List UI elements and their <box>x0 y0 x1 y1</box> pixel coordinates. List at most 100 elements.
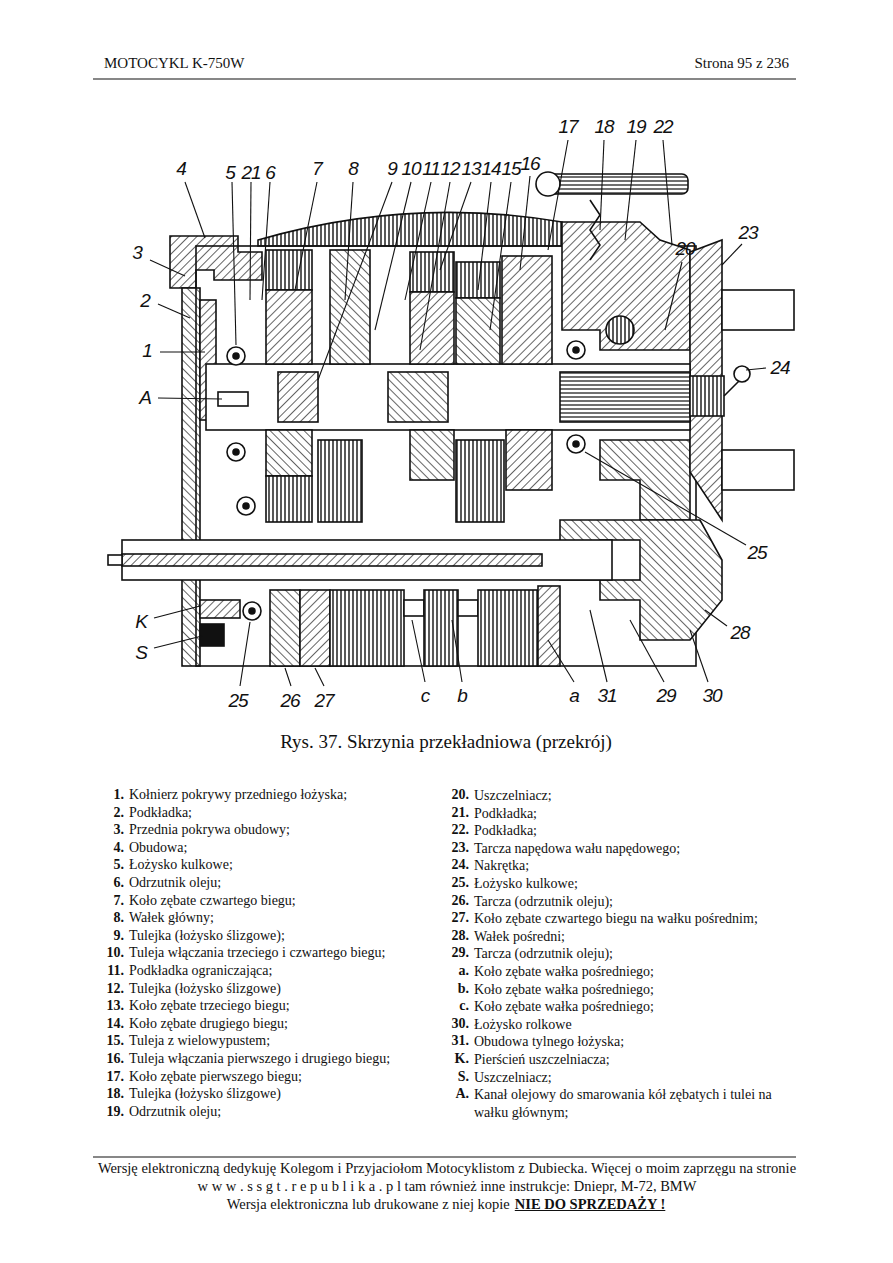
part-name: Wałek pośredni; <box>474 928 792 946</box>
part-name: Odrzutnik oleju; <box>129 1104 221 1121</box>
part-number: 3. <box>114 822 125 839</box>
part-number: 17. <box>107 1069 125 1086</box>
callout-number: 10 <box>401 159 420 178</box>
leader-lines <box>150 140 766 686</box>
part-name: Koło zębate drugiego biegu; <box>129 1016 288 1033</box>
callout-number: 23 <box>738 223 757 242</box>
part-name: Tulejka (łożysko ślizgowe) <box>129 981 281 998</box>
callout-number: 11 <box>422 159 440 178</box>
callout-number: 25 <box>747 543 766 562</box>
callout-number: 26 <box>280 691 299 710</box>
part-name: Łożysko kulkowe; <box>129 857 233 874</box>
callout-number: c <box>421 686 430 705</box>
part-number: A. <box>455 1086 469 1103</box>
part-name: Tuleja włączania pierwszego i drugiego b… <box>129 1051 390 1068</box>
part-name: Obudowa tylnego łożyska; <box>474 1033 792 1051</box>
part-number: 5. <box>114 857 125 874</box>
callout-number: 20 <box>675 239 694 258</box>
callout-number: b <box>457 686 467 705</box>
part-number: K. <box>455 1051 469 1068</box>
part-name: Podkładka; <box>129 805 192 822</box>
callout-number: 16 <box>520 154 539 173</box>
part-number: c. <box>459 998 469 1015</box>
footer-rule <box>93 1156 796 1157</box>
part-name: Koło zębate trzeciego biegu; <box>129 998 290 1015</box>
part-number: 12. <box>107 981 125 998</box>
part-name: Tuleja z wielowypustem; <box>129 1033 270 1050</box>
part-name: Koło zębate wałka pośredniego; <box>474 998 792 1016</box>
header-rule <box>93 78 796 79</box>
part-name: Tarcza napędowa wału napędowego; <box>474 840 792 858</box>
callout-number: 15 <box>501 159 520 178</box>
part-number: 24. <box>452 857 470 874</box>
part-number: 2. <box>114 805 125 822</box>
callout-number: A <box>139 388 151 407</box>
part-name: Tarcza (odrzutnik oleju); <box>474 945 792 963</box>
part-number: 26. <box>452 893 470 910</box>
callout-number: 27 <box>314 691 333 710</box>
callout-number: 18 <box>594 117 613 136</box>
callout-number: S <box>135 643 147 662</box>
callout-number: 30 <box>702 686 721 705</box>
part-number: 7. <box>114 893 125 910</box>
callout-number: 14 <box>481 159 500 178</box>
part-name: Pierścień uszczelniacza; <box>474 1051 792 1069</box>
callout-number: a <box>569 686 579 705</box>
callout-number: 25 <box>228 691 247 710</box>
callout-number: 29 <box>656 686 675 705</box>
callout-number: 12 <box>440 159 459 178</box>
part-number: 21. <box>452 805 470 822</box>
part-number: S. <box>458 1069 469 1086</box>
page-header: MOTOCYKL K-750W <box>104 54 244 72</box>
callout-number: 22 <box>653 117 672 136</box>
part-name: Kanał olejowy do smarowania kół zębatych… <box>474 1086 792 1121</box>
callout-number: 2 <box>140 291 150 310</box>
part-name: Podkładka; <box>474 805 792 823</box>
part-number: 20. <box>452 787 470 804</box>
part-name: Obudowa; <box>129 840 187 857</box>
part-name: Wałek główny; <box>129 910 214 927</box>
callout-number: 3 <box>132 243 142 262</box>
callout-number: 4 <box>176 159 186 178</box>
callout-number: 5 <box>225 163 235 182</box>
part-number: 16. <box>107 1051 125 1068</box>
callout-number: 8 <box>348 159 358 178</box>
callout-number: 6 <box>265 163 275 182</box>
part-number: b. <box>458 981 469 998</box>
part-number: 11. <box>107 963 124 980</box>
part-number: 22. <box>452 822 470 839</box>
part-name: Koło zębate pierwszego biegu; <box>129 1069 302 1086</box>
part-name: Tulejka (łożysko ślizgowe) <box>129 1086 281 1103</box>
part-number: 14. <box>107 1016 125 1033</box>
callout-number: 19 <box>626 117 645 136</box>
part-name: Koło zębate wałka pośredniego; <box>474 981 792 999</box>
footer-warning: NIE DO SPRZEDAŻY ! <box>515 1195 666 1213</box>
footer-note: Wersję elektroniczną dedykuję Kolegom i … <box>97 1159 797 1195</box>
figure-caption: Rys. 37. Skrzynia przekładniowa (przekró… <box>280 731 612 754</box>
part-number: 18. <box>107 1086 125 1103</box>
footer-note: Wersja elektroniczna lub drukowane z nie… <box>227 1195 510 1213</box>
part-name: Podkładka ograniczająca; <box>129 963 272 980</box>
part-name: Uszczelniacz; <box>474 787 792 805</box>
callout-number: 9 <box>387 159 397 178</box>
part-number: 9. <box>114 928 125 945</box>
part-number: 29. <box>452 945 470 962</box>
part-number: 30. <box>452 1016 470 1033</box>
callout-number: K <box>135 612 147 631</box>
callout-number: 24 <box>770 358 789 377</box>
part-name: Kołnierz pokrywy przedniego łożyska; <box>129 787 347 804</box>
gearbox-drawing <box>108 172 794 666</box>
part-number: 10. <box>107 945 125 962</box>
part-name: Łożysko kulkowe; <box>474 875 792 893</box>
part-name: Nakrętka; <box>474 857 792 875</box>
part-name: Podkładka; <box>474 822 792 840</box>
callout-number: 1 <box>142 341 152 360</box>
part-number: 28. <box>452 928 470 945</box>
page-number: Strona 95 z 236 <box>694 54 789 72</box>
part-number: 27. <box>452 910 470 927</box>
part-number: 23. <box>452 840 470 857</box>
callout-number: 31 <box>597 686 616 705</box>
part-name: Tuleja włączania trzeciego i czwartego b… <box>129 945 385 962</box>
part-number: 19. <box>107 1104 125 1121</box>
part-number: 31. <box>452 1033 470 1050</box>
